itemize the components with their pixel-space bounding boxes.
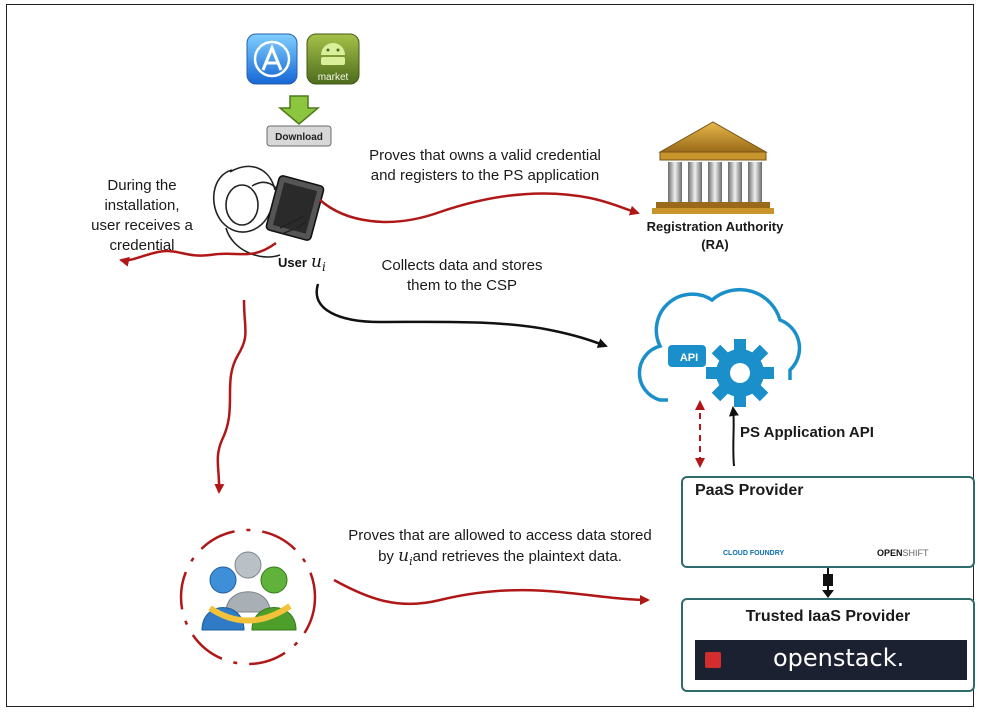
store-data-arrow: [315, 283, 608, 348]
access-arrow-post: and retrieves the plaintext data.: [412, 548, 622, 565]
retrieve-data-arrow: [333, 578, 650, 606]
app-store-icon: [246, 33, 298, 85]
access-arrow-line1: Proves that are allowed to access data s…: [348, 527, 652, 544]
ps-api-label: PS Application API: [740, 424, 874, 441]
access-arrow-pre: by: [378, 548, 394, 565]
openshift-label-shift: SHIFT: [902, 548, 929, 558]
cloud-foundry-label: CLOUD FOUNDRY: [723, 550, 785, 557]
cloud-api-badge: API: [680, 352, 698, 364]
registration-authority-icon: [652, 121, 774, 214]
iaas-provider-box: Trusted IaaS Provider openstack.: [681, 598, 975, 692]
android-market-text: market: [318, 72, 349, 83]
access-arrow-symbol: u: [398, 546, 410, 566]
gear-icon: [706, 339, 774, 407]
diagram-frame: [6, 4, 974, 707]
cloud-api-icon: API: [637, 287, 802, 402]
user-symbol: u: [311, 252, 322, 272]
download-arrow-icon: [277, 95, 321, 125]
openstack-logo-icon: [705, 652, 721, 668]
access-arrow-subscript: i: [409, 555, 413, 568]
registration-authority-line1: Registration Authority: [646, 219, 784, 234]
registration-authority-label: Registration Authority (RA): [620, 218, 810, 254]
installation-note-line4: credential: [109, 237, 175, 254]
paas-provider-box: PaaS Provider CLOUD FOUNDRY OPENSHIFT: [681, 476, 975, 568]
access-arrow-label: Proves that are allowed to access data s…: [330, 526, 670, 572]
installation-note: During the installation, user receives a…: [72, 176, 212, 256]
user-to-group-arrow: [214, 299, 247, 494]
android-market-icon: [306, 33, 360, 85]
download-label: Download: [275, 132, 323, 143]
installation-note-line2: installation,: [104, 197, 180, 214]
registration-arrow-line1: Proves that owns a valid credential: [369, 147, 601, 164]
authorized-group-circle: [179, 528, 317, 666]
registration-arrow-line2: and registers to the PS application: [370, 167, 600, 184]
registration-arrow: [319, 192, 640, 224]
authorized-users-icon: [201, 551, 297, 631]
collect-arrow-label: Collects data and stores them to the CSP: [352, 256, 572, 296]
installation-note-line3: user receives a: [91, 217, 193, 234]
registration-arrow-label: Proves that owns a valid credential and …: [330, 146, 640, 186]
installation-note-line1: During the: [107, 177, 177, 194]
user-label: User: [278, 255, 307, 270]
openshift-label: OPENSHIFT: [877, 548, 929, 558]
registration-authority-line2: (RA): [701, 237, 729, 252]
openstack-logo-text: openstack.: [773, 644, 905, 672]
collect-arrow-line2: them to the CSP: [406, 277, 518, 294]
user-tablet-icon: [213, 165, 325, 258]
connector-icon: [822, 568, 834, 598]
iaas-provider-title: Trusted IaaS Provider: [745, 608, 911, 625]
openstack-banner: openstack.: [695, 640, 967, 680]
access-arrow-line2: by uiand retrieves the plaintext data.: [330, 546, 670, 572]
openshift-label-open: OPEN: [877, 548, 903, 558]
collect-arrow-line1: Collects data and stores: [381, 257, 543, 274]
ps-api-arrow: [728, 406, 739, 467]
user-subscript: i: [322, 260, 326, 274]
paas-provider-title: PaaS Provider: [695, 482, 804, 499]
download-button[interactable]: [266, 125, 332, 147]
credential-arrow: [119, 241, 277, 267]
